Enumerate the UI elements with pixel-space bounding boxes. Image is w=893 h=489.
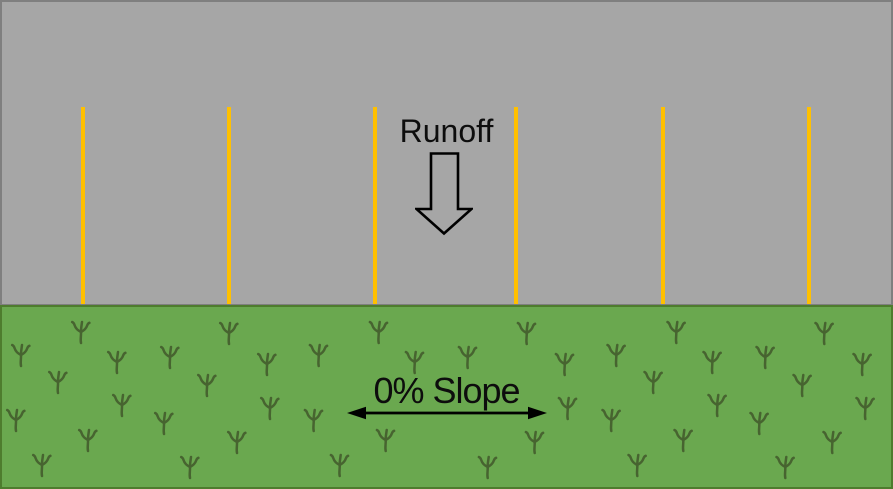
grass-icon	[308, 343, 329, 368]
grass-icon	[477, 455, 498, 480]
grass-icon	[775, 455, 795, 480]
down-arrow-shape	[414, 152, 473, 236]
lane-line	[81, 107, 85, 304]
grass-icon	[159, 345, 180, 370]
grass-icon	[106, 350, 127, 375]
grass-icon	[814, 321, 834, 346]
lane-line	[807, 107, 811, 304]
grass-icon	[673, 428, 693, 453]
grass-icon	[755, 345, 775, 370]
grass-area: 0% Slope	[0, 305, 893, 489]
lane-line	[227, 107, 231, 304]
pavement-area: Runoff	[0, 0, 893, 307]
grass-icon	[368, 320, 389, 345]
grass-icon	[153, 411, 174, 436]
lane-line	[514, 107, 518, 304]
slope-label: 0% Slope	[373, 370, 520, 411]
grass-icon	[702, 350, 722, 375]
double-arrow-icon	[346, 406, 547, 420]
grass-icon	[375, 428, 396, 453]
grass-icon	[749, 411, 769, 436]
down-arrow-icon	[414, 152, 473, 236]
grass-icon	[516, 321, 537, 346]
grass-icon	[822, 430, 842, 455]
grass-icon	[218, 321, 239, 346]
grass-icon	[329, 453, 350, 478]
grass-icon	[524, 430, 545, 455]
grass-icon	[179, 455, 200, 480]
grass-icon	[5, 408, 26, 433]
grass-icon	[606, 343, 626, 368]
runoff-label: Runoff	[399, 113, 494, 149]
grass-icon	[31, 453, 52, 478]
lane-line	[373, 107, 377, 304]
grass-icon	[10, 343, 31, 368]
grass-icon	[627, 453, 647, 478]
grass-icon	[457, 345, 478, 370]
lane-line	[661, 107, 665, 304]
grass-icon	[303, 408, 324, 433]
grass-icon	[601, 408, 621, 433]
grass-icon	[666, 320, 686, 345]
double-arrow-left-head	[346, 406, 366, 420]
grass-icon	[77, 428, 98, 453]
grass-icon	[226, 430, 247, 455]
double-arrow-right-head	[527, 406, 547, 420]
grass-icon	[70, 320, 91, 345]
